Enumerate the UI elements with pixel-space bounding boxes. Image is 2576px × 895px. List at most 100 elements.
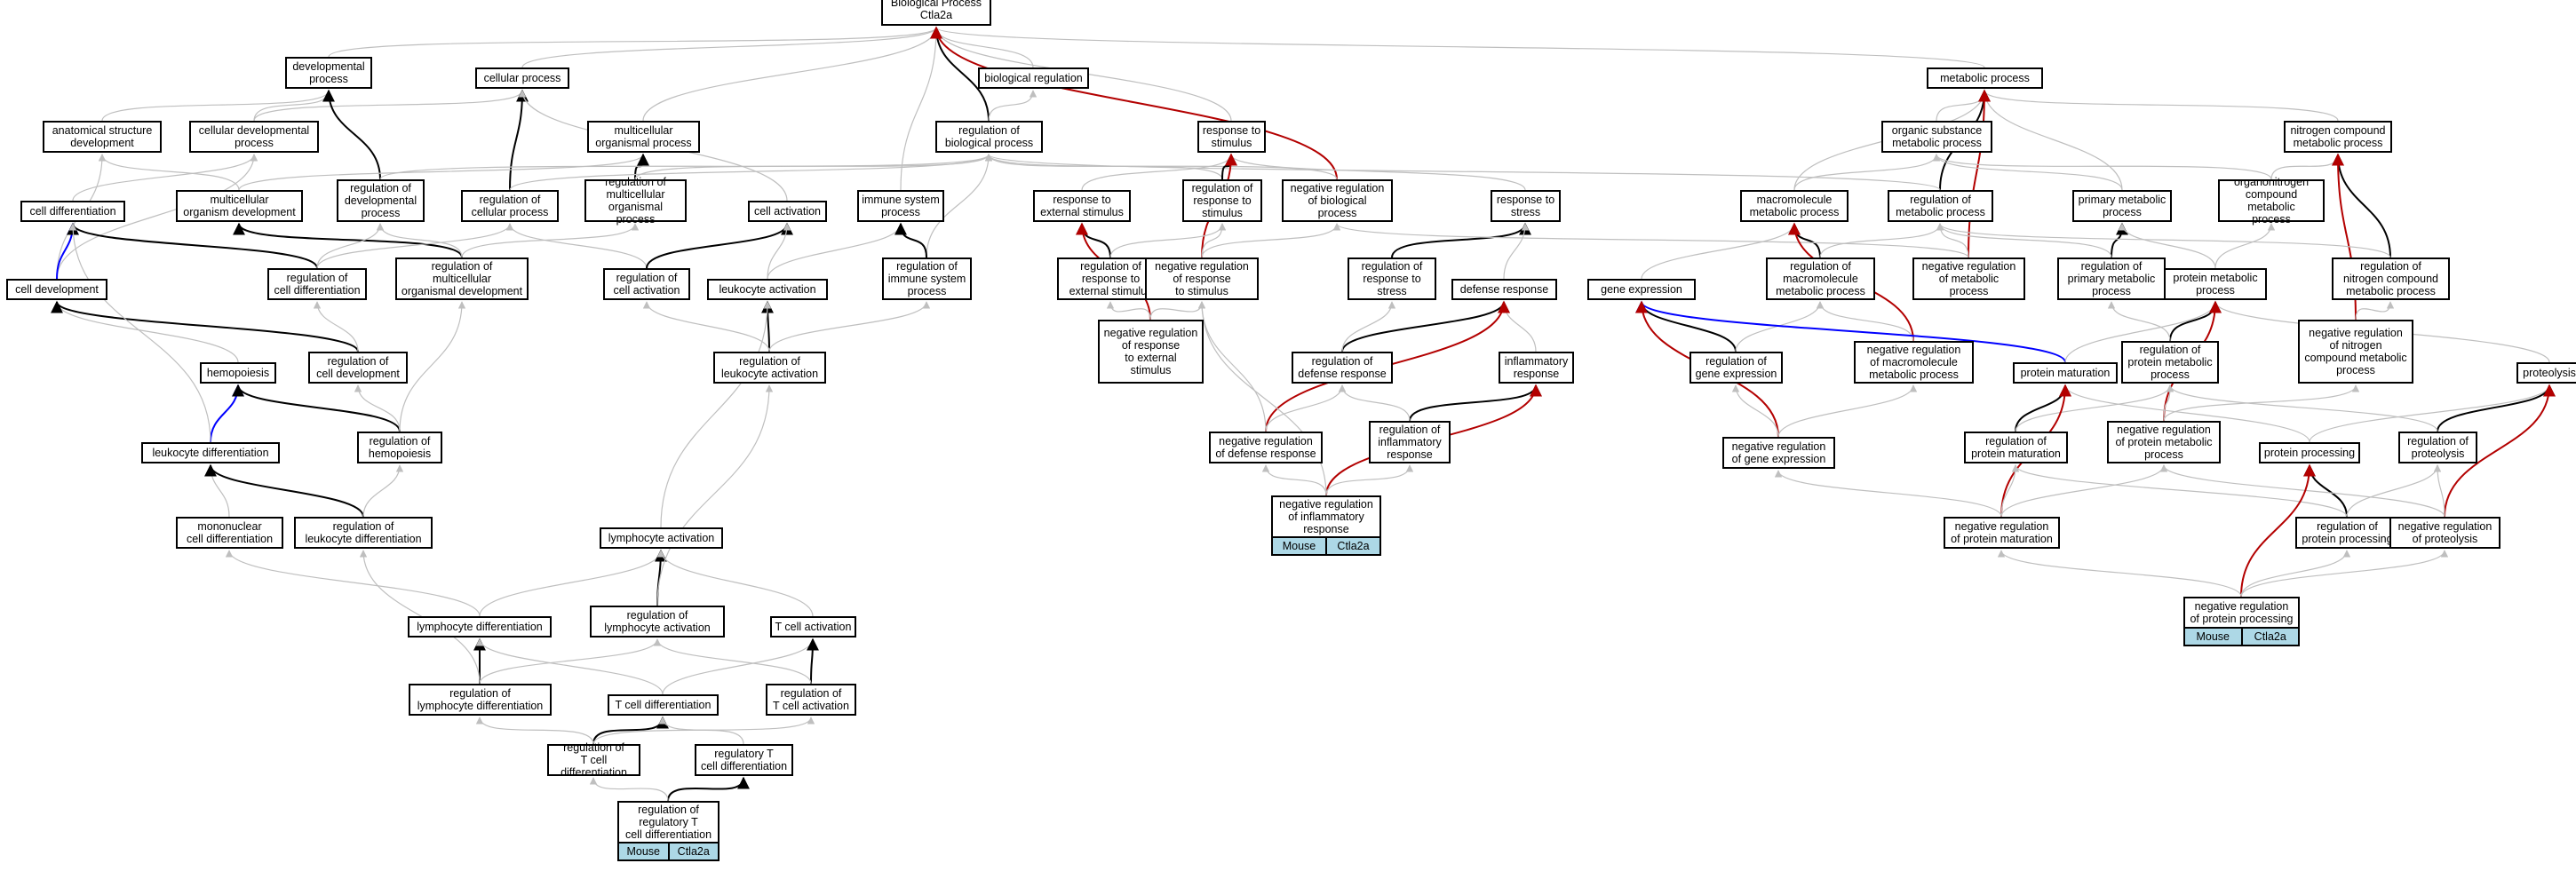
organism-label[interactable]: Mouse <box>1282 540 1316 552</box>
go-term-node[interactable]: T cell differentiation <box>608 694 719 716</box>
edge-is-a <box>656 550 814 617</box>
go-term-node[interactable]: anatomical structure development <box>43 121 162 153</box>
go-term-node[interactable]: inflammatory response <box>1499 352 1574 384</box>
go-term-node[interactable]: regulation of regulatory T cell differen… <box>617 801 720 844</box>
go-term-node[interactable]: multicellular organismal process <box>587 121 700 153</box>
edge-part-of <box>1391 222 1531 258</box>
go-term-node[interactable]: negative regulation of macromolecule met… <box>1854 341 1974 384</box>
go-term-node[interactable]: regulation of hemopoiesis <box>357 432 442 463</box>
go-term-node[interactable]: negative regulation of proteolysis <box>2389 517 2500 549</box>
go-term-node[interactable]: organonitrogen compound metabolic proces… <box>2218 176 2325 226</box>
go-term-node[interactable]: developmental process <box>285 57 372 89</box>
go-term-node[interactable]: cellular process <box>475 67 569 89</box>
go-term-node[interactable]: regulation of leukocyte differentiation <box>294 517 433 549</box>
go-term-node[interactable]: cell development <box>6 279 107 300</box>
go-term-node[interactable]: regulation of cellular process <box>461 190 559 222</box>
gene-label[interactable]: Ctla2a <box>2240 629 2299 645</box>
go-term-node[interactable]: regulation of cell development <box>308 352 408 384</box>
go-term-node[interactable]: protein maturation <box>2013 362 2118 384</box>
go-term-node[interactable]: regulation of lymphocyte differentiation <box>409 684 552 716</box>
go-term-node[interactable]: regulation of gene expression <box>1690 352 1783 384</box>
go-term-node[interactable]: protein processing <box>2259 442 2360 463</box>
go-term-node[interactable]: negative regulation of defense response <box>1209 432 1323 463</box>
go-term-node[interactable]: regulation of lymphocyte activation <box>590 606 725 638</box>
go-term-node[interactable]: leukocyte differentiation <box>141 442 280 463</box>
go-term-node[interactable]: negative regulation of response to exter… <box>1098 320 1204 384</box>
go-term-node[interactable]: negative regulation of metabolic process <box>1912 257 2025 300</box>
go-term-node[interactable]: regulation of proteolysis <box>2398 432 2477 463</box>
go-term-node[interactable]: cell differentiation <box>20 201 125 222</box>
go-term-node[interactable]: regulation of protein processing <box>2295 517 2399 549</box>
go-term-node[interactable]: metabolic process <box>1927 67 2043 89</box>
go-term-node[interactable]: T cell activation <box>770 616 856 638</box>
edge-part-of <box>646 222 793 269</box>
go-term-node[interactable]: negative regulation of protein maturatio… <box>1944 517 2060 549</box>
go-term-node[interactable]: hemopoiesis <box>200 362 276 384</box>
go-term-node[interactable]: negative regulation of protein metabolic… <box>2107 421 2221 463</box>
go-term-node[interactable]: primary metabolic process <box>2072 190 2172 222</box>
go-term-node[interactable]: response to external stimulus <box>1033 190 1131 222</box>
go-term-node[interactable]: regulation of protein maturation <box>1964 432 2068 463</box>
go-term-node[interactable]: regulation of cell activation <box>603 268 690 300</box>
gene-label[interactable]: Ctla2a <box>667 844 719 859</box>
edge-is-a <box>1106 301 1151 321</box>
go-term-node[interactable]: regulation of inflammatory response <box>1369 421 1451 463</box>
go-term-node[interactable]: lymphocyte differentiation <box>408 616 552 638</box>
go-term-node[interactable]: regulation of response to stimulus <box>1182 179 1262 222</box>
go-term-node[interactable]: negative regulation of nitrogen compound… <box>2298 320 2413 384</box>
go-term-node[interactable]: negative regulation of response to stimu… <box>1145 257 1259 300</box>
edge-is-a <box>72 154 258 202</box>
go-term-node[interactable]: multicellular organism development <box>176 190 303 222</box>
go-term-node[interactable]: mononuclear cell differentiation <box>176 517 283 549</box>
go-term-node[interactable]: regulation of protein metabolic process <box>2121 341 2219 384</box>
go-term-node[interactable]: regulation of immune system process <box>882 257 972 300</box>
go-term-node[interactable]: negative regulation of inflammatory resp… <box>1271 495 1381 538</box>
go-term-node[interactable]: regulation of T cell differentiation <box>547 741 640 779</box>
go-term-node[interactable]: immune system process <box>857 190 944 222</box>
go-term-node[interactable]: macromolecule metabolic process <box>1740 190 1849 222</box>
edge-is-a <box>1341 301 1396 352</box>
go-term-node[interactable]: regulatory T cell differentiation <box>695 744 793 776</box>
organism-label[interactable]: Mouse <box>2196 630 2230 643</box>
go-term-node[interactable]: regulation of metabolic process <box>1888 190 1993 222</box>
edge-regulates <box>1635 300 2066 363</box>
go-term-node[interactable]: cell activation <box>748 201 827 222</box>
gene-label[interactable]: Ctla2a <box>1325 538 1379 554</box>
go-term-node[interactable]: protein metabolic process <box>2164 268 2267 300</box>
go-term-node[interactable]: biological regulation <box>978 67 1089 89</box>
go-term-node[interactable]: defense response <box>1451 279 1557 300</box>
go-term-node[interactable]: regulation of developmental process <box>337 179 425 222</box>
go-term-node[interactable]: organic substance metabolic process <box>1881 121 1992 153</box>
go-term-node[interactable]: regulation of macromolecule metabolic pr… <box>1766 257 1875 300</box>
go-term-node[interactable]: negative regulation of protein processin… <box>2183 597 2300 629</box>
go-term-node[interactable]: regulation of primary metabolic process <box>2057 257 2166 300</box>
go-term-node[interactable]: regulation of leukocyte activation <box>713 352 826 384</box>
edge-part-of <box>51 300 359 352</box>
edge-is-a <box>900 27 941 191</box>
go-term-node[interactable]: gene expression <box>1587 279 1696 300</box>
organism-label[interactable]: Mouse <box>626 845 661 858</box>
go-term-node[interactable]: leukocyte activation <box>707 279 828 300</box>
go-term-node[interactable]: regulation of T cell activation <box>766 684 856 716</box>
go-term-node[interactable]: nitrogen compound metabolic process <box>2284 121 2392 153</box>
go-term-node[interactable]: regulation of cell differentiation <box>267 268 367 300</box>
go-term-node[interactable]: regulation of response to stress <box>1348 257 1436 300</box>
edge-is-a <box>2011 464 2348 518</box>
go-term-node[interactable]: negative regulation of gene expression <box>1722 437 1835 469</box>
go-term-node[interactable]: regulation of defense response <box>1292 352 1393 384</box>
edge-negatively-regulates <box>2240 463 2316 598</box>
go-term-node[interactable]: Biological Process Ctla2a <box>881 0 991 26</box>
edge-is-a <box>52 301 239 363</box>
go-term-node[interactable]: regulation of biological process <box>935 121 1043 153</box>
edge-is-a <box>475 717 594 745</box>
go-term-node[interactable]: response to stress <box>1491 190 1561 222</box>
edge-is-a <box>2309 384 2554 443</box>
go-term-node[interactable]: regulation of nitrogen compound metaboli… <box>2332 257 2450 300</box>
go-term-node[interactable]: response to stimulus <box>1197 121 1266 153</box>
go-term-node[interactable]: cellular developmental process <box>189 121 319 153</box>
go-term-node[interactable]: lymphocyte activation <box>600 527 723 549</box>
go-term-node[interactable]: regulation of multicellular organismal d… <box>395 257 529 300</box>
go-term-node[interactable]: regulation of multicellular organismal p… <box>584 176 687 226</box>
go-term-node[interactable]: proteolysis <box>2516 362 2576 384</box>
go-term-node[interactable]: negative regulation of biological proces… <box>1282 179 1393 222</box>
